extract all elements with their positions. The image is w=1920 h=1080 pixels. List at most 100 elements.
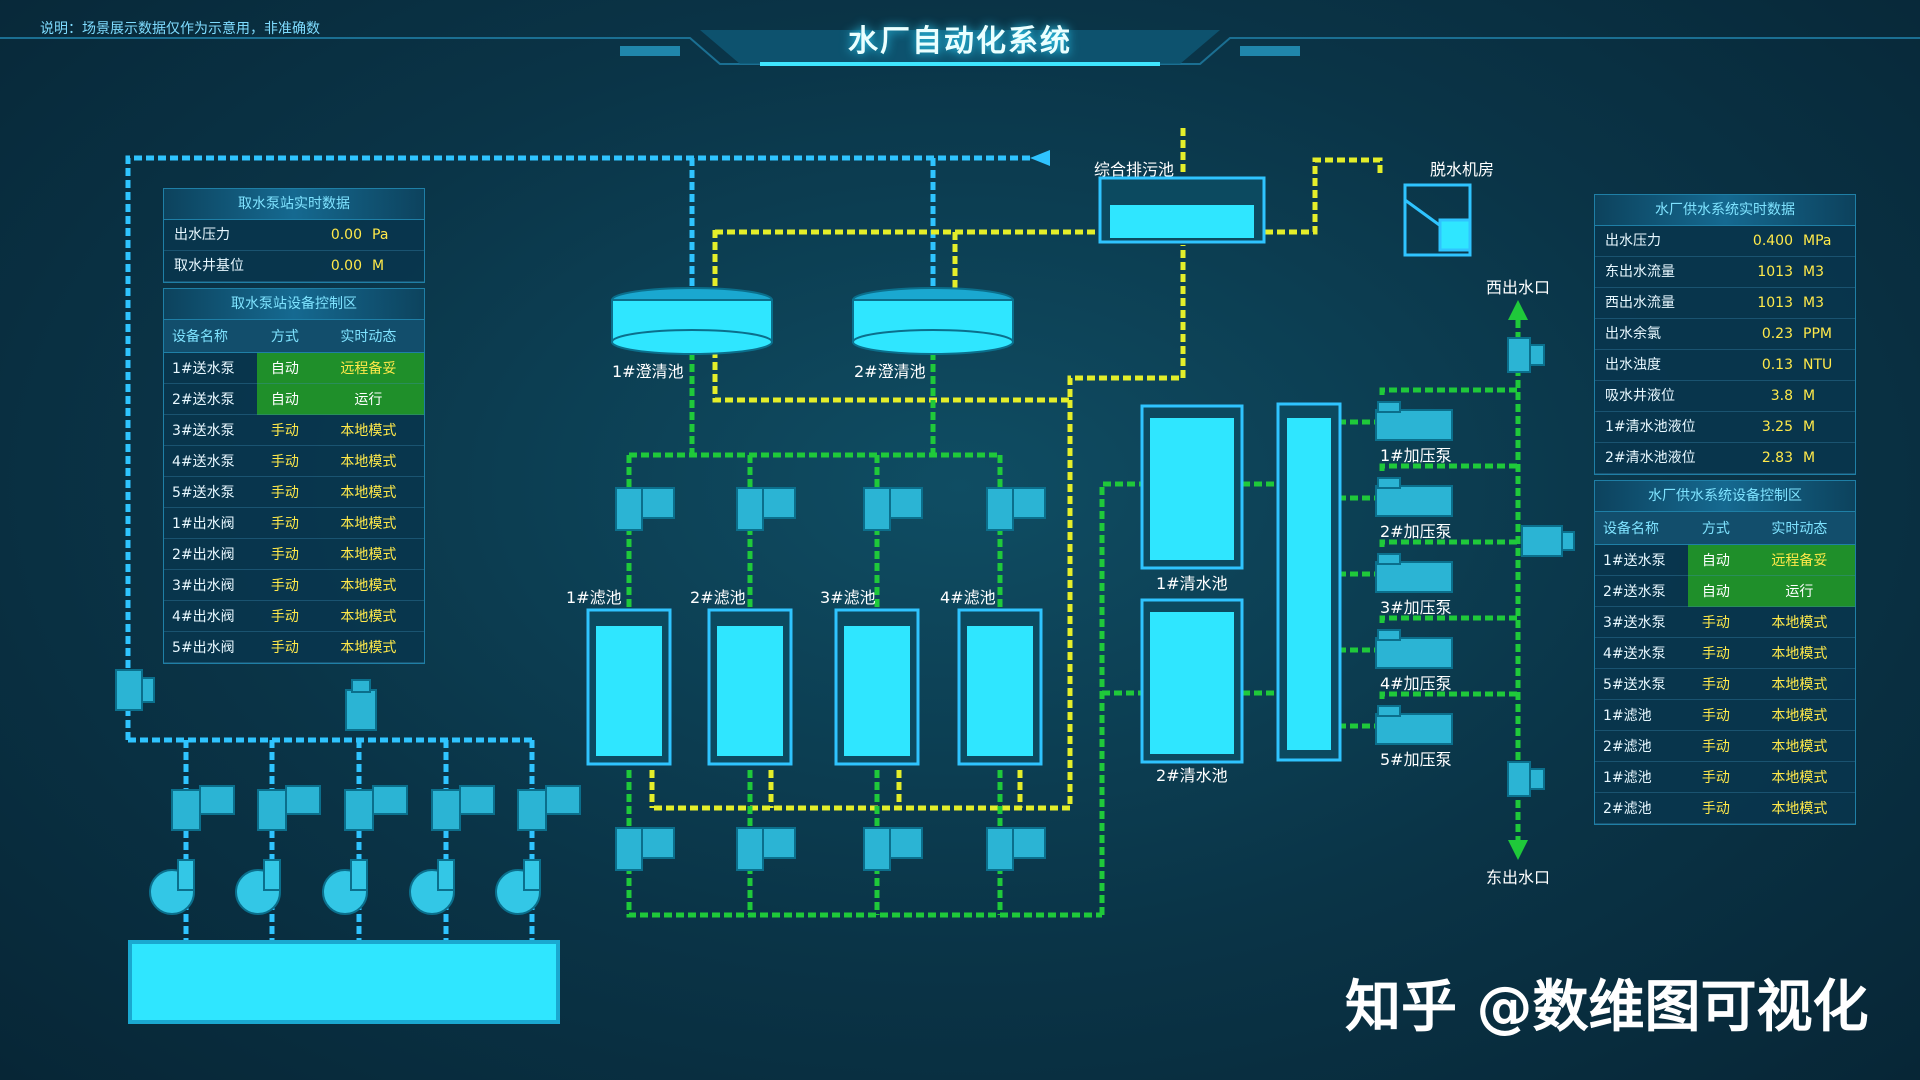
status-cell[interactable]: 本地模式 <box>312 507 424 539</box>
status-cell[interactable]: 本地模式 <box>1743 668 1855 700</box>
status-cell[interactable]: 本地模式 <box>312 569 424 601</box>
mode-toggle[interactable]: 手动 <box>1688 699 1744 731</box>
status-cell[interactable]: 本地模式 <box>1743 730 1855 762</box>
kv-value: 0.13 <box>1761 357 1793 373</box>
clarifier-1-shape <box>611 287 773 355</box>
intake-valve-5 <box>517 785 581 831</box>
kv-key: 出水压力 <box>174 227 230 243</box>
label-clarifier-2: 2#澄清池 <box>854 362 926 381</box>
status-cell[interactable]: 本地模式 <box>1743 637 1855 669</box>
mode-toggle[interactable]: 手动 <box>257 507 313 539</box>
label-east-outlet: 东出水口 <box>1486 868 1551 887</box>
device-name: 1#送水泵 <box>1595 544 1688 576</box>
mode-toggle[interactable]: 手动 <box>257 631 313 663</box>
status-cell[interactable]: 本地模式 <box>1743 761 1855 793</box>
status-cell[interactable]: 本地模式 <box>1743 699 1855 731</box>
intake-control-panel: 取水泵站设备控制区 设备名称 方式 实时动态 1#送水泵自动远程备妥 2#送水泵… <box>163 288 425 664</box>
col-mode: 方式 <box>257 320 313 353</box>
mode-toggle[interactable]: 手动 <box>257 538 313 570</box>
kv-unit: M3 <box>1803 264 1824 280</box>
suction-well-shape <box>1276 402 1342 762</box>
disclaimer-note: 说明：场景展示数据仅作为示意用，非准确数 <box>40 21 320 37</box>
kv-unit: PPM <box>1803 326 1832 342</box>
kv-value: 0.00 <box>330 258 362 274</box>
mode-toggle[interactable]: 手动 <box>1688 730 1744 762</box>
kv-key: 取水井基位 <box>174 258 244 274</box>
status-cell[interactable]: 本地模式 <box>312 631 424 663</box>
supply-realtime-title: 水厂供水系统实时数据 <box>1595 195 1855 226</box>
intake-valve-4 <box>431 785 495 831</box>
status-cell[interactable]: 运行 <box>1743 575 1855 607</box>
mode-toggle[interactable]: 手动 <box>1688 606 1744 638</box>
mode-toggle[interactable]: 手动 <box>1688 792 1744 824</box>
table-row: 1#送水泵自动远程备妥 <box>1595 544 1855 576</box>
status-cell[interactable]: 本地模式 <box>312 476 424 508</box>
mode-toggle[interactable]: 手动 <box>257 414 313 446</box>
east-outlet-arrow <box>1508 840 1528 860</box>
supply-control-table: 设备名称 方式 实时动态 1#送水泵自动远程备妥 2#送水泵自动运行 3#送水泵… <box>1595 512 1855 824</box>
filter-4-shape <box>957 608 1043 766</box>
status-cell[interactable]: 本地模式 <box>312 445 424 477</box>
intake-control-table: 设备名称 方式 实时动态 1#送水泵自动远程备妥 2#送水泵自动运行 3#送水泵… <box>164 320 424 663</box>
kv-unit: M <box>372 258 385 274</box>
mode-toggle[interactable]: 手动 <box>1688 761 1744 793</box>
mode-toggle[interactable]: 自动 <box>1688 544 1744 576</box>
status-cell[interactable]: 本地模式 <box>312 538 424 570</box>
status-cell[interactable]: 运行 <box>312 383 424 415</box>
label-filter-2: 2#滤池 <box>690 588 746 607</box>
status-cell[interactable]: 本地模式 <box>312 600 424 632</box>
clear-pool-1-shape <box>1140 404 1244 570</box>
filter-1-shape <box>586 608 672 766</box>
mode-toggle[interactable]: 手动 <box>257 569 313 601</box>
label-booster-5: 5#加压泵 <box>1380 750 1452 769</box>
status-cell[interactable]: 远程备妥 <box>1743 544 1855 576</box>
device-name: 3#出水阀 <box>164 569 257 601</box>
table-row: 1#滤池手动本地模式 <box>1595 699 1855 731</box>
status-cell[interactable]: 本地模式 <box>312 414 424 446</box>
clear-pools <box>1140 402 1342 764</box>
mode-toggle[interactable]: 自动 <box>257 383 313 415</box>
col-device: 设备名称 <box>1595 512 1688 545</box>
device-name: 2#出水阀 <box>164 538 257 570</box>
label-filter-4: 4#滤池 <box>940 588 996 607</box>
kv-unit: M <box>1803 450 1816 466</box>
kv-value: 1013 <box>1757 264 1793 280</box>
status-cell[interactable]: 本地模式 <box>1743 792 1855 824</box>
mode-toggle[interactable]: 自动 <box>257 352 313 384</box>
kv-key: 出水余氯 <box>1605 326 1661 342</box>
mode-toggle[interactable]: 自动 <box>1688 575 1744 607</box>
flow-arrow <box>1030 150 1050 166</box>
status-cell[interactable]: 远程备妥 <box>312 352 424 384</box>
outlet-valves <box>1507 337 1575 797</box>
device-name: 5#出水阀 <box>164 631 257 663</box>
mode-toggle[interactable]: 手动 <box>257 600 313 632</box>
device-name: 4#送水泵 <box>1595 637 1688 669</box>
kv-key: 2#清水池液位 <box>1605 450 1696 466</box>
table-row: 5#送水泵手动本地模式 <box>164 476 424 508</box>
table-row: 4#送水泵手动本地模式 <box>1595 637 1855 669</box>
sewage-pool-shape <box>1098 176 1266 244</box>
mode-toggle[interactable]: 手动 <box>257 445 313 477</box>
filter-inlet-valve-3 <box>863 487 923 531</box>
supply-control-panel: 水厂供水系统设备控制区 设备名称 方式 实时动态 1#送水泵自动远程备妥 2#送… <box>1594 480 1856 825</box>
kv-row: 取水井基位 0.00 M <box>164 251 424 282</box>
green-pipes <box>626 320 1521 918</box>
label-clear-pool-1: 1#清水池 <box>1156 574 1228 593</box>
status-cell[interactable]: 本地模式 <box>1743 606 1855 638</box>
device-name: 2#滤池 <box>1595 730 1688 762</box>
label-booster-2: 2#加压泵 <box>1380 522 1452 541</box>
intake-reservoir <box>128 940 560 1024</box>
filter-outlet-valves <box>615 827 1046 871</box>
filter-inlet-valve-4 <box>986 487 1046 531</box>
mode-toggle[interactable]: 手动 <box>1688 637 1744 669</box>
mode-toggle[interactable]: 手动 <box>257 476 313 508</box>
table-header: 设备名称 方式 实时动态 <box>164 320 424 353</box>
kv-unit: M <box>1803 419 1816 435</box>
table-row: 3#送水泵手动本地模式 <box>1595 606 1855 638</box>
mode-toggle[interactable]: 手动 <box>1688 668 1744 700</box>
supply-control-title: 水厂供水系统设备控制区 <box>1595 481 1855 512</box>
